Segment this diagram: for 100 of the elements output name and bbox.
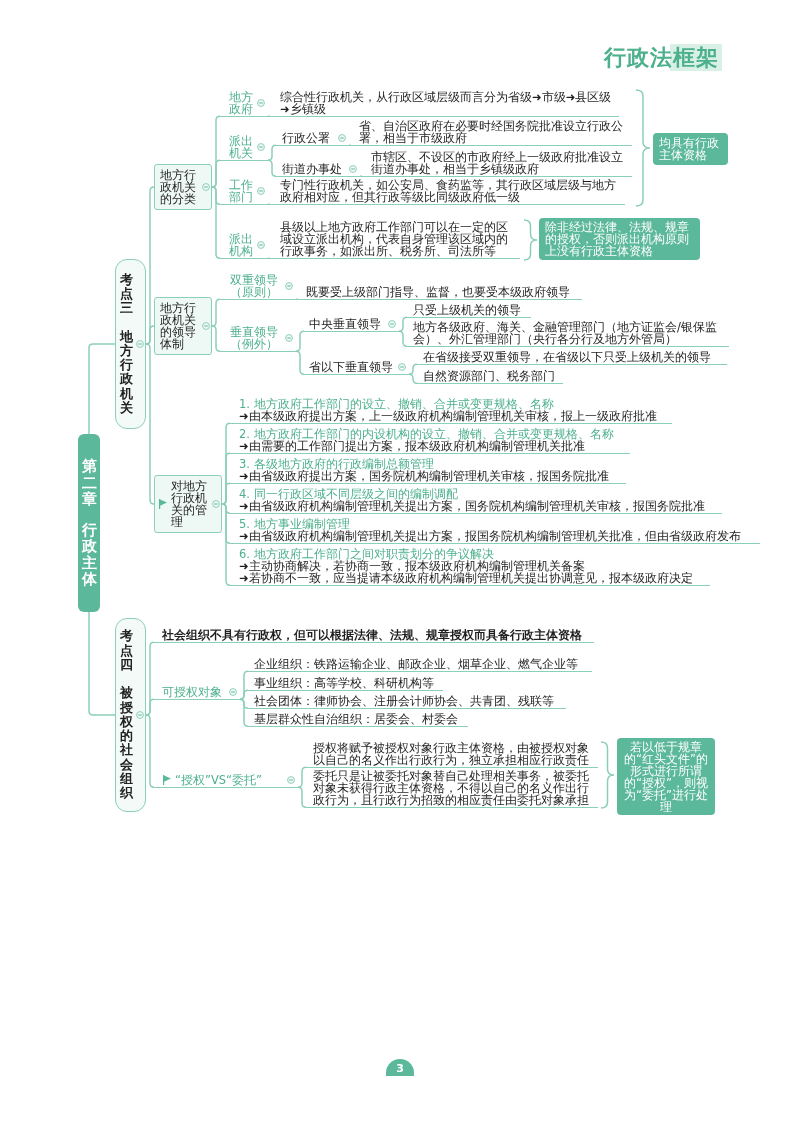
- topic-text: 地方行政机关的领导体制: [159, 302, 197, 350]
- branch-topic: [417, 370, 563, 384]
- connector-line: [408, 373, 418, 384]
- branch-topic: [304, 361, 409, 375]
- connector-line: [398, 316, 408, 332]
- branch-topic: [154, 686, 240, 700]
- topic-text: 双重领导（原则）: [229, 274, 279, 298]
- branch-topic: [230, 518, 760, 544]
- topic-box: [154, 164, 212, 210]
- topic-text: 事业组织：高等学校、科研机构等: [254, 677, 435, 689]
- branch-topic: [248, 658, 592, 672]
- connector-line: [295, 330, 305, 352]
- connector-line: [211, 159, 221, 188]
- branch-topic: [220, 233, 268, 259]
- branch-topic: [417, 351, 727, 365]
- chapter-box: [78, 434, 100, 612]
- branch-topic: [220, 91, 268, 117]
- connector-line: [359, 175, 363, 177]
- item-text: ➜由本级政府提出方案，上一级政府机构编制管理机关审核，报上一级政府批准: [239, 410, 658, 422]
- topic-text: 只受上级机关的领导: [413, 304, 522, 316]
- topic-text: 社会组织不具有行政权，但可以根据法律、法规、规章授权而具备行政主体资格: [162, 629, 583, 641]
- connector-line: [267, 159, 277, 177]
- topic-box: [154, 297, 212, 355]
- branch-topic: [248, 695, 566, 709]
- topic-text: 垂直领导（例外）: [229, 326, 279, 350]
- branch-topic: [220, 179, 268, 205]
- item-heading: 3. 各级地方政府的行政编制总额管理: [239, 458, 434, 470]
- connector-line: [408, 363, 418, 375]
- topic-text: 地方政府: [228, 91, 254, 115]
- topic-text: 市辖区、不设区的市政府经上一级政府批准设立街道办事处，相当于乡镇级政府: [371, 151, 624, 175]
- section-title: 考点三: [119, 272, 133, 316]
- chapter-title: 第二章: [81, 458, 97, 508]
- branch-topic: [220, 274, 296, 300]
- branch-topic: [230, 488, 722, 514]
- connector-line: [211, 186, 221, 259]
- item-text: ➜由省级政府提出方案，国务院机构编制管理机关审核，报国务院批准: [239, 470, 610, 482]
- connector-line: [297, 786, 307, 808]
- branch-topic: [154, 629, 594, 643]
- chapter-title: 行政主体: [81, 521, 97, 588]
- connector-line: [145, 698, 155, 716]
- summary-text: 若以低于规章的“红头文件”的形式进行所谓的“授权”，则视为“委托”进行处理: [623, 740, 709, 813]
- item-text: ➜由省级政府机构编制管理机关提出方案，国务院机构编制管理机关审核，报国务院批准: [239, 500, 706, 512]
- topic-text: 专门性行政机关，如公安局、食药监等，其行政区域层级与地方政府相对应，但其行政等级比同级政府低一级: [280, 179, 617, 203]
- summary-box: [539, 218, 700, 260]
- branch-topic: [298, 286, 582, 300]
- section-title: 被授权的社会组织: [119, 686, 133, 801]
- topic-text: 县级以上地方政府工作部门可以在一定的区域设立派出机构，代表自身管理该区域内的行政事务，如派出所、税务所、司法所等: [280, 221, 509, 257]
- connector-line: [145, 343, 155, 505]
- item-heading: 6. 地方政府工作部门之间对职责划分的争议解决: [239, 548, 494, 560]
- branch-topic: [248, 713, 468, 727]
- summary-box: [653, 133, 728, 165]
- topic-text: 地方各级政府、海关、金融管理部门（地方证监会/银保监会）、外汇管理部门（央行各分行及地方外管局）: [413, 321, 718, 345]
- summary-box: [617, 738, 715, 815]
- section-box: [115, 618, 146, 812]
- item-text: ➜由省级政府机构编制管理机关提出方案，报国务院机构编制管理机关批准，但由省级政府发布: [239, 530, 742, 542]
- item-heading: 5. 地方事业编制管理: [239, 518, 350, 530]
- section-title: 考点四: [119, 629, 133, 673]
- connector-line: [211, 325, 221, 352]
- branch-topic: [248, 677, 443, 691]
- item-heading: 1. 地方政府工作部门的设立、撤销、合并或变更规格、名称: [239, 398, 555, 410]
- connector-line: [88, 611, 116, 716]
- branch-topic: [276, 132, 349, 146]
- branch-topic: [230, 398, 672, 424]
- item-text: ➜若协商不一致，应当提请本级政府机构编制管理机关提出协调意见，报本级政府决定: [239, 572, 694, 584]
- connector-line: [297, 766, 307, 788]
- topic-text: 地方行政机关的分类: [159, 169, 197, 205]
- topic-text: 省以下垂直领导: [309, 361, 394, 373]
- branch-topic: [304, 318, 399, 332]
- branch-topic: [230, 428, 630, 454]
- connector-line: [221, 482, 231, 505]
- connector-line: [295, 350, 305, 375]
- topic-text: 授权将赋予被授权对象行政主体资格，由被授权对象以自己的名义作出行政行为，独立承担相应行政责任: [313, 742, 590, 766]
- topic-text: 对地方行政机关的管理: [170, 480, 208, 528]
- item-text: ➜由需要的工作部门提出方案，报本级政府机构编制管理机关批准: [239, 440, 586, 452]
- section-box: [115, 259, 146, 429]
- connector-line: [267, 115, 271, 117]
- connector-line: [145, 325, 155, 345]
- branch-topic: [230, 548, 710, 586]
- topic-text: 可授权对象: [162, 686, 223, 698]
- branch-topic: [154, 774, 298, 788]
- topic-text: 综合性行政机关，从行政区域层级而言分为省级➜市级➜县区级➜乡镇级: [280, 91, 613, 115]
- branch-topic: [407, 304, 531, 318]
- item-text: ➜主动协商解决，若协商一致，报本级政府机构编制管理机关备案: [239, 560, 585, 572]
- connector-line: [267, 203, 271, 205]
- item-heading: 2. 地方政府工作部门的内设机构的设立、撤销、合并或变更规格、名称: [239, 428, 615, 440]
- connector-line: [398, 330, 408, 347]
- branch-topic: [276, 163, 360, 177]
- topic-text: 派出机构: [228, 233, 254, 257]
- summary-text: 除非经过法律、法规、规章的授权，否则派出机构原则上没有行政主体资格: [545, 221, 690, 257]
- topic-text: 中央垂直领导: [309, 318, 382, 330]
- topic-text: “授权”VS“委托”: [175, 774, 263, 786]
- branch-topic: [220, 326, 296, 352]
- section-title: 地方行政机关: [119, 329, 133, 416]
- connector-line: [211, 298, 221, 327]
- topic-text: 省、自治区政府在必要时经国务院批准设立行政公署，相当于市级政府: [359, 120, 624, 144]
- summary-text: 均具有行政主体资格: [659, 137, 720, 161]
- connector-line: [267, 257, 271, 259]
- topic-box: [154, 475, 222, 533]
- topic-text: 委托只是让被委托对象替自己处理相关事务，被委托对象未获得行政主体资格，不得以自己的名义作出行政行为，且行政行为招致的相应责任由委托对象承担: [313, 770, 590, 806]
- page-number: 3: [386, 1059, 414, 1076]
